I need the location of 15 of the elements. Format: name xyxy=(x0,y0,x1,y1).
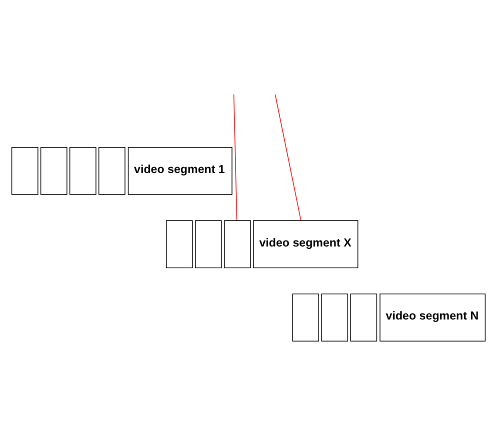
node-box xyxy=(321,294,348,342)
node-box xyxy=(224,220,251,268)
node-box xyxy=(350,294,378,342)
node-box: video segment N xyxy=(380,294,486,342)
node-box xyxy=(98,147,126,195)
node-box xyxy=(166,220,193,268)
node-box xyxy=(292,294,320,342)
node-box: video segment 1 xyxy=(128,147,232,195)
node-box xyxy=(195,220,222,268)
node-box: video segment X xyxy=(253,220,358,268)
node-box xyxy=(40,147,68,195)
connector xyxy=(274,94,302,221)
node-box xyxy=(11,147,38,195)
node-box xyxy=(69,147,96,195)
connector xyxy=(233,94,238,221)
